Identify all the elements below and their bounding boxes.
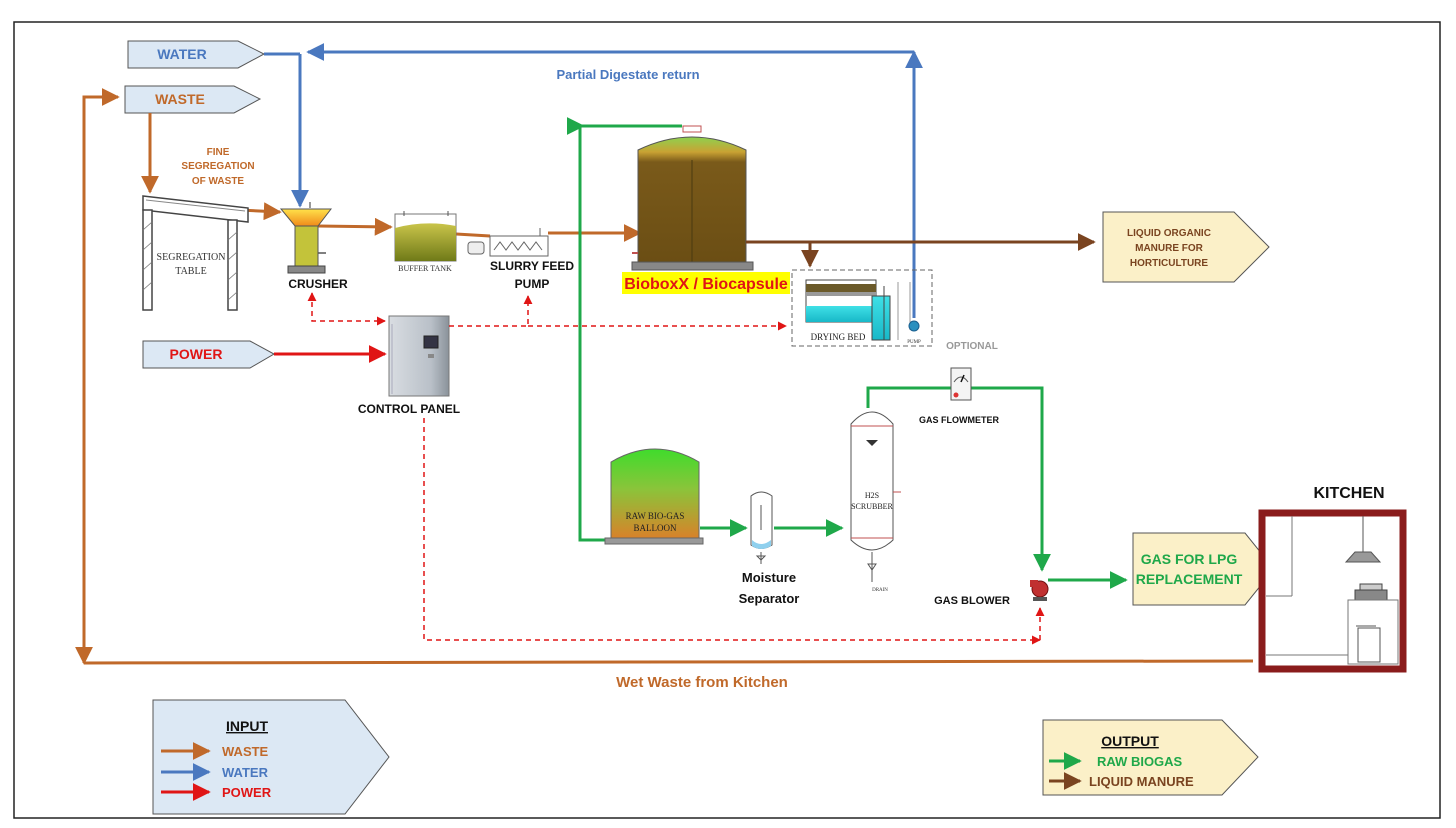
drying-bed: DRYING BED PUMP (791, 269, 933, 347)
diagram-text: GAS FOR LPG (1141, 551, 1238, 567)
moisture-separator-label: Moisture (742, 570, 796, 585)
diagram-text: REPLACEMENT (1136, 571, 1243, 587)
buffer-tank: BUFFER TANK (394, 211, 457, 273)
output-legend-biogas: RAW BIOGAS (1097, 754, 1183, 769)
diagram-text: MANURE FOR (1135, 243, 1204, 254)
kitchen-icon (1258, 509, 1407, 673)
power-lines (274, 292, 1045, 645)
optional-label: OPTIONAL (946, 341, 998, 352)
gas-flowmeter-label: GAS FLOWMETER (919, 415, 999, 425)
biobox-highlight (622, 272, 790, 294)
output-legend: OUTPUT RAW BIOGAS LIQUID MANURE (1042, 719, 1259, 796)
biobox-digester: BioboxX / Biocapsule (622, 125, 790, 294)
partial-digestate-label: Partial Digestate return (556, 67, 699, 82)
input-legend-waste: WASTE (222, 744, 269, 759)
fine-segregation-label: FINE SEGREGATION OF WASTE (181, 147, 254, 187)
biobox-label: BioboxX / Biocapsule (624, 276, 788, 293)
input-legend-title: INPUT (226, 718, 268, 734)
diagram-text: Separator (739, 591, 800, 606)
raw-biogas-balloon: RAW BIO-GAS BALLOON (604, 448, 704, 545)
gas-flowmeter: GAS FLOWMETER (919, 367, 999, 425)
waste-input-box: WASTE (124, 85, 262, 114)
power-input-box: POWER (142, 340, 276, 369)
diagram-text: SCRUBBER (851, 502, 893, 511)
input-legend: INPUT WASTE WATER POWER (152, 699, 390, 815)
power-input-label: POWER (170, 346, 223, 362)
water-input-box: WATER (127, 40, 266, 69)
diagram-text: LIQUID ORGANIC (1127, 228, 1211, 239)
segregation-table: SEGREGATION TABLE (142, 195, 249, 311)
output-legend-title: OUTPUT (1101, 733, 1159, 749)
water-lines (264, 43, 923, 318)
diagram-text: PUMP (515, 277, 550, 291)
crusher: CRUSHER (279, 202, 348, 291)
control-panel-label: CONTROL PANEL (358, 402, 460, 416)
h2s-scrubber: H2S SCRUBBER DRAIN (850, 411, 901, 593)
drain-label: DRAIN (872, 588, 888, 593)
gas-blower: GAS BLOWER (934, 580, 1049, 607)
raw-biogas-balloon-label: RAW BIO-GAS (626, 511, 685, 521)
slurry-feed-pump-label: SLURRY FEED (490, 259, 574, 273)
liquid-manure-output-box: LIQUID ORGANIC MANURE FOR HORTICULTURE (1102, 211, 1270, 283)
waste-input-label: WASTE (155, 91, 205, 107)
diagram-text: SEGREGATION (181, 161, 254, 172)
gas-blower-label: GAS BLOWER (934, 595, 1010, 607)
diagram-text: HORTICULTURE (1130, 258, 1208, 269)
kitchen-title: KITCHEN (1313, 485, 1384, 502)
diagram-border (13, 21, 1441, 819)
input-legend-power: POWER (222, 785, 272, 800)
pump-label: PUMP (907, 340, 921, 345)
gas-lpg-output-box: GAS FOR LPG REPLACEMENT (1132, 532, 1275, 606)
diagram-text: OF WASTE (192, 176, 245, 187)
manure-lines (746, 233, 1096, 268)
crusher-label: CRUSHER (288, 277, 348, 291)
buffer-tank-label: BUFFER TANK (398, 264, 452, 273)
diagram-text: TABLE (175, 266, 206, 277)
water-input-label: WATER (157, 46, 207, 62)
output-legend-manure: LIQUID MANURE (1089, 774, 1194, 789)
diagram-text: BALLOON (634, 523, 677, 533)
drying-bed-label: DRYING BED (811, 332, 866, 342)
diagram-text: FINE (207, 147, 230, 158)
segregation-table-label: SEGREGATION (157, 252, 226, 263)
waste-lines (75, 88, 1254, 665)
h2s-scrubber-label: H2S (865, 491, 879, 500)
slurry-feed-pump: SLURRY FEED PUMP (467, 228, 574, 291)
input-legend-water: WATER (222, 765, 269, 780)
control-panel: CONTROL PANEL (358, 315, 460, 416)
wet-waste-label: Wet Waste from Kitchen (616, 674, 788, 691)
moisture-separator: Moisture Separator (739, 491, 800, 606)
